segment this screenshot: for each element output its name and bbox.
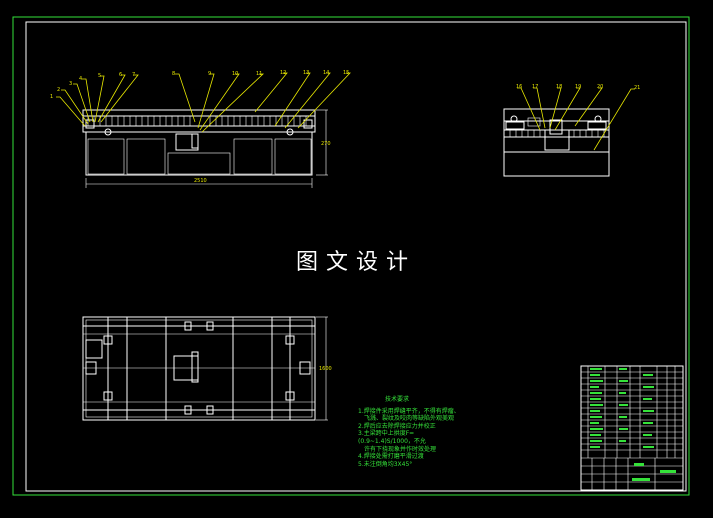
side-view bbox=[503, 108, 610, 177]
callout-14: 14 bbox=[323, 70, 329, 76]
title-block bbox=[580, 365, 684, 491]
callout-5: 5 bbox=[98, 73, 101, 79]
callout-10: 10 bbox=[232, 71, 238, 77]
callout-2: 2 bbox=[57, 87, 60, 93]
callout-20: 20 bbox=[597, 84, 603, 90]
side-callout-labels: 16 17 18 19 20 21 bbox=[516, 84, 640, 91]
callout-11: 11 bbox=[256, 71, 262, 77]
callout-7: 7 bbox=[132, 72, 135, 78]
technical-requirements: 技术要求 1.焊接件采用焊缝平齐，不得有焊瘤、 飞溅、裂纹及咬肉等缺陷外观美观 … bbox=[358, 396, 468, 468]
tech-requirement-line: 飞溅、裂纹及咬肉等缺陷外观美观 bbox=[364, 415, 455, 423]
front-callout-leaders bbox=[56, 72, 351, 133]
outer-border bbox=[12, 16, 690, 496]
tech-requirement-line: 4.焊接处需打磨平滑过渡 bbox=[358, 453, 424, 461]
tech-requirements-title: 技术要求 bbox=[385, 396, 410, 403]
tech-requirement-line: 3.主梁跨中上拱度F=(0.9~1.4)S/1000，不允 bbox=[358, 430, 426, 445]
front-height-dim: 270 bbox=[321, 141, 331, 147]
callout-13: 13 bbox=[303, 70, 309, 76]
tech-requirement-line: 1.焊接件采用焊缝平齐，不得有焊瘤、 bbox=[358, 407, 460, 415]
callout-4: 4 bbox=[79, 76, 82, 82]
tech-requirement-line: 许有下挠现象并作时效处理 bbox=[364, 445, 437, 453]
inner-border bbox=[25, 21, 687, 492]
side-callout-leaders bbox=[517, 87, 635, 151]
tech-requirement-line: 5.未注倒角均3X45° bbox=[358, 460, 413, 468]
callout-16: 16 bbox=[516, 84, 522, 90]
callout-19: 19 bbox=[575, 84, 581, 90]
callout-3: 3 bbox=[69, 81, 72, 87]
callout-8: 8 bbox=[172, 71, 175, 77]
tech-requirement-line: 2.焊后应去除焊接应力并校正 bbox=[358, 422, 436, 430]
plan-view bbox=[82, 316, 328, 421]
watermark-text: 图文设计 bbox=[296, 250, 417, 275]
callout-21: 21 bbox=[634, 85, 640, 91]
front-length-dim: 2510 bbox=[194, 178, 207, 184]
callout-1: 1 bbox=[50, 94, 53, 100]
callout-15: 15 bbox=[343, 70, 349, 76]
front-callout-labels: 1 2 3 4 5 6 7 8 9 10 11 12 13 14 15 bbox=[50, 70, 349, 100]
plan-height-dim: 1600 bbox=[319, 366, 332, 372]
callout-9: 9 bbox=[208, 71, 211, 77]
callout-17: 17 bbox=[532, 84, 538, 90]
callout-12: 12 bbox=[280, 70, 286, 76]
callout-6: 6 bbox=[119, 72, 122, 78]
callout-18: 18 bbox=[556, 84, 562, 90]
